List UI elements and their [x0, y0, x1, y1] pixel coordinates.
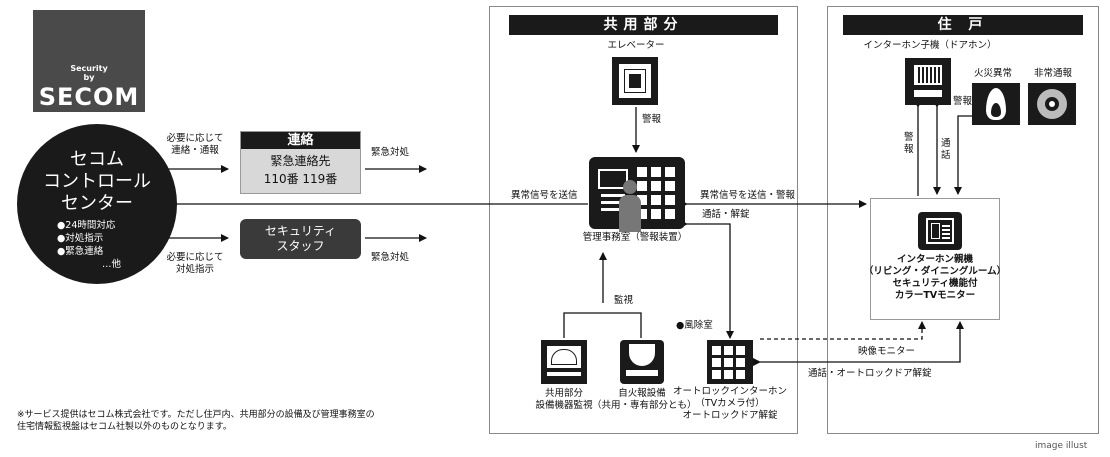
center-title-1: セコム: [70, 149, 124, 170]
fire-icon: [972, 83, 1020, 125]
control-center: セコム コントロール センター ●24時間対応 ●対処指示 ●緊急連絡 …他: [17, 124, 177, 284]
contact-header: 連絡: [241, 132, 360, 149]
common-area-header: 共用部分: [509, 15, 778, 35]
center-bullet-3: ●緊急連絡: [57, 246, 104, 257]
fire-alarm-label: 火災異常: [973, 68, 1012, 79]
contact-line1: 緊急連絡先: [270, 154, 331, 168]
emergency-call-label: 非常通報: [1033, 68, 1072, 79]
center-etc: …他: [102, 259, 122, 270]
monitor-label: 監視: [614, 295, 634, 306]
call-vertical-text: 通話: [941, 138, 951, 161]
center-title-2: コントロール: [43, 171, 151, 192]
footnote-line1: ※サービス提供はセコム株式会社です。ただし住戸内、共用部分の設備及び管理事務室の: [17, 410, 375, 420]
abnormal-send-alarm-label: 異常信号を送信・警報: [700, 190, 796, 201]
alarm-vertical-text: 警報: [904, 132, 914, 155]
emergency-button-icon: [1028, 83, 1076, 125]
center-title-3: センター: [61, 193, 133, 214]
autolock-label-2: （TVカメラ付）: [695, 398, 765, 409]
video-monitor-label: 映像モニター: [858, 346, 916, 357]
emergency-response-2: 緊急対処: [371, 252, 410, 263]
logo-brand: SECOM: [38, 83, 140, 111]
equipment-monitor-icon: [541, 340, 587, 384]
as-needed-instr-1: 必要に応じて: [166, 252, 224, 263]
alarm-vertical-label: 警報: [904, 132, 916, 156]
contact-box: 連絡 緊急連絡先 110番 119番: [240, 131, 361, 194]
main-unit-label-4: カラーTVモニター: [894, 290, 976, 301]
door-intercom-label: インターホン子機（ドアホン）: [863, 40, 997, 51]
image-credit: image illust: [1035, 441, 1088, 451]
as-needed-contact-2: 連絡・通報: [171, 145, 219, 156]
call-vertical-label: 通話: [941, 138, 953, 162]
elevator-icon: [612, 57, 658, 105]
as-needed-contact-1: 必要に応じて: [166, 133, 224, 144]
logo-line2: by: [83, 73, 95, 82]
footnote-line2: 住宅情報監視盤はセコム社製以外のものとなります。: [17, 422, 232, 432]
common-area-panel: [489, 6, 798, 434]
main-intercom-icon: [918, 212, 962, 250]
emergency-response-1: 緊急対処: [371, 147, 410, 158]
center-bullet-2: ●対処指示: [57, 233, 104, 244]
center-bullet-1: ●24時間対応: [57, 220, 116, 231]
fire-alarm-equipment-icon: [620, 340, 664, 384]
logo-line1: Security: [70, 64, 108, 73]
windbreak-label: ●風除室: [676, 320, 713, 331]
security-staff-box: セキュリティ スタッフ: [240, 219, 361, 259]
staff-line2: スタッフ: [276, 239, 325, 253]
door-intercom-icon: [905, 58, 951, 105]
fire-equip-label-1: 自火報設備: [618, 388, 666, 399]
alarm-fire-label: 警報: [953, 96, 973, 107]
residence-header: 住 戸: [843, 15, 1083, 35]
as-needed-instr-2: 対処指示: [175, 264, 214, 275]
call-unlock-label: 通話・解錠: [702, 209, 750, 220]
autolock-intercom-icon: [707, 340, 753, 384]
contact-line2: 110番 119番: [263, 172, 338, 186]
residence-panel: [827, 6, 1099, 434]
equipment-label-2: 設備機器監視: [535, 400, 593, 411]
management-office-icon: [589, 157, 685, 229]
secom-logo: Security by SECOM: [33, 10, 145, 112]
autolock-label-3: オートロックドア解錠: [682, 410, 778, 421]
elevator-label: エレベーター: [607, 40, 665, 51]
office-label: 管理事務室（警報装置）: [582, 232, 688, 243]
staff-line1: セキュリティ: [264, 224, 337, 238]
main-unit-label-1: インターホン親機: [896, 254, 973, 265]
equipment-label-1: 共用部分: [544, 388, 583, 399]
guard-person-icon: [619, 180, 641, 232]
main-unit-label-3: セキュリティ機能付: [892, 278, 978, 289]
abnormal-send-label: 異常信号を送信: [511, 190, 578, 201]
alarm-elevator-label: 警報: [642, 114, 662, 125]
main-unit-label-2: （リビング・ダイニングルーム）: [863, 266, 1007, 277]
fire-equip-label-2: （共用・専有部分とも）: [592, 400, 697, 411]
autolock-label-1: オートロックインターホン: [672, 386, 787, 397]
call-autolock-label: 通話・オートロックドア解錠: [808, 368, 932, 379]
